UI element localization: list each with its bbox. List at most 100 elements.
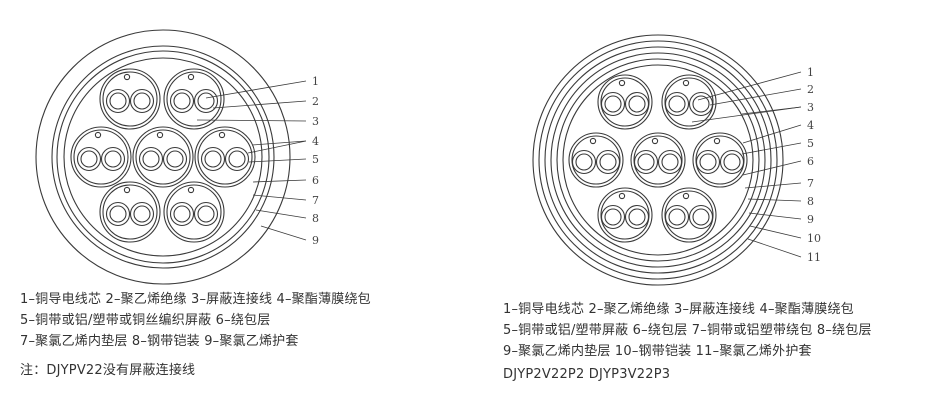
- core-insulation: [664, 91, 690, 117]
- core-insulation: [129, 201, 155, 227]
- unit-wrap: [695, 135, 745, 185]
- drain-wire: [682, 192, 690, 200]
- twisted-pair-unit: [99, 181, 161, 243]
- unit-shield: [163, 181, 225, 243]
- core-insulation: [100, 146, 126, 172]
- callout-label: 8: [312, 212, 319, 225]
- drain-wire: [94, 131, 102, 139]
- left-legend: 1–铜导电线芯 2–聚乙烯绝缘 3–屏蔽连接线 4–聚酯薄膜绕包 5–铜带或铝/…: [20, 289, 371, 381]
- core-insulation: [138, 146, 164, 172]
- core-insulation: [600, 204, 626, 230]
- twisted-pair-unit: [163, 181, 225, 243]
- core-insulation: [571, 149, 597, 175]
- layer-ring: [544, 46, 772, 274]
- callout-label: 9: [807, 213, 814, 226]
- layer-ring: [556, 58, 760, 262]
- twisted-pair-unit: [99, 68, 161, 130]
- core-conductor: [104, 150, 122, 168]
- leader-line: [748, 212, 802, 220]
- unit-wrap: [102, 71, 158, 127]
- drain-wire: [651, 137, 659, 145]
- unit-shield: [597, 187, 653, 243]
- core-insulation: [624, 91, 650, 117]
- unit-wrap: [664, 77, 714, 127]
- core-insulation: [169, 88, 195, 114]
- unit-wrap: [600, 77, 650, 127]
- leader-line: [742, 124, 802, 144]
- callout-label: 2: [807, 83, 814, 96]
- unit-wrap: [73, 129, 129, 185]
- twisted-pair-unit: [132, 126, 194, 188]
- twisted-pair-unit: [597, 187, 653, 243]
- twisted-pair-unit: [568, 132, 624, 188]
- legend-line: 1–铜导电线芯 2–聚乙烯绝缘 3–屏蔽连接线 4–聚酯薄膜绕包: [503, 302, 854, 317]
- unit-wrap: [571, 135, 621, 185]
- core-insulation: [193, 201, 219, 227]
- twisted-pair-unit: [661, 74, 717, 130]
- drain-wire: [187, 73, 195, 81]
- leader-line: [255, 209, 307, 219]
- core-insulation: [105, 201, 131, 227]
- callout-label: 1: [807, 66, 814, 79]
- unit-wrap: [600, 190, 650, 240]
- core-insulation: [224, 146, 250, 172]
- core-insulation: [76, 146, 102, 172]
- core-conductor: [109, 92, 127, 110]
- core-conductor: [637, 153, 655, 171]
- leader-line: [741, 106, 802, 115]
- callout-label: 5: [312, 153, 319, 166]
- callout-label: 9: [312, 234, 319, 247]
- callout-label: 6: [312, 174, 319, 187]
- leader-line: [251, 140, 307, 146]
- drain-wire: [618, 192, 626, 200]
- core-conductor: [604, 208, 622, 226]
- layer-ring: [35, 29, 291, 285]
- core-conductor: [80, 150, 98, 168]
- unit-shield: [661, 74, 717, 130]
- drain-wire: [123, 73, 131, 81]
- right-legend: 1–铜导电线芯 2–聚乙烯绝缘 3–屏蔽连接线 4–聚酯薄膜绕包 5–铜带或铝/…: [503, 299, 872, 385]
- twisted-pair-unit: [597, 74, 653, 130]
- layer-ring: [550, 52, 766, 268]
- layer-ring: [538, 40, 778, 280]
- core-conductor: [628, 208, 646, 226]
- twisted-pair-unit: [163, 68, 225, 130]
- core-conductor: [197, 92, 215, 110]
- layer-ring: [51, 45, 275, 269]
- drain-wire: [123, 186, 131, 194]
- core-insulation: [193, 88, 219, 114]
- leader-line: [742, 160, 802, 176]
- leader-line: [260, 225, 307, 241]
- callout-label: 3: [807, 101, 814, 114]
- core-insulation: [595, 149, 621, 175]
- callout-label: 7: [312, 194, 319, 207]
- layer-ring: [56, 50, 270, 264]
- core-conductor: [109, 205, 127, 223]
- unit-shield: [597, 74, 653, 130]
- callout-label: 5: [807, 137, 814, 150]
- unit-shield: [99, 181, 161, 243]
- core-conductor: [668, 95, 686, 113]
- twisted-pair-unit: [70, 126, 132, 188]
- callout-label: 6: [807, 155, 814, 168]
- core-conductor: [575, 153, 593, 171]
- core-conductor: [692, 208, 710, 226]
- leader-line: [196, 119, 307, 122]
- legend-line: 5–铜带或铝/塑带或铜丝编织屏蔽 6–绕包层: [20, 313, 271, 328]
- core-conductor: [173, 205, 191, 223]
- core-conductor: [599, 153, 617, 171]
- leader-line: [749, 225, 802, 239]
- callout-label: 3: [312, 115, 319, 128]
- leader-line: [248, 158, 307, 163]
- leader-line: [747, 238, 802, 258]
- unit-wrap: [166, 184, 222, 240]
- core-conductor: [723, 153, 741, 171]
- core-conductor: [133, 92, 151, 110]
- core-conductor: [604, 95, 622, 113]
- core-insulation: [664, 204, 690, 230]
- unit-shield: [70, 126, 132, 188]
- model-names: DJYP2V22P2 DJYP3V22P3: [503, 367, 671, 382]
- core-conductor: [668, 208, 686, 226]
